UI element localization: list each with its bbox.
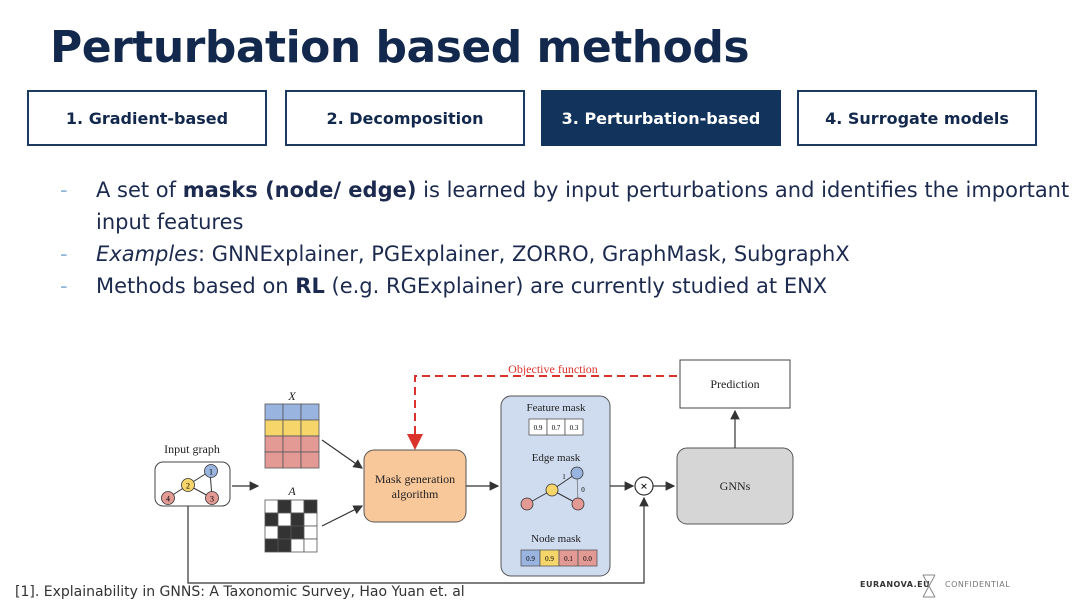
objective-function-label: Objective function — [508, 362, 598, 376]
bullet-examples: - Examples: GNNExplainer, PGExplainer, ZO… — [60, 238, 1070, 270]
edge-mask-value: 1 — [562, 473, 566, 481]
mask-generation-box — [363, 449, 467, 523]
a-matrix-label: A — [287, 484, 296, 498]
graph-node-number: 3 — [210, 495, 214, 504]
node-mask-value: 0.0 — [583, 555, 592, 563]
footer-brand: EURANOVA.EU CONFIDENTIAL — [860, 574, 1020, 598]
edge-mask-label: Edge mask — [532, 452, 581, 464]
footnote-reference: [1]. Explainability in GNNS: A Taxonomic… — [15, 584, 465, 600]
a-adjacency-matrix — [264, 499, 318, 553]
node-mask-value: 0.9 — [526, 555, 535, 563]
x-matrix-label: X — [287, 389, 296, 403]
bullet-dash: - — [60, 242, 68, 266]
x-feature-matrix — [264, 403, 320, 469]
input-graph-label: Input graph — [164, 442, 220, 456]
bullet-text: is learned by input perturbations and id… — [96, 178, 1070, 234]
graph-node-number: 2 — [186, 482, 190, 491]
graph-node — [204, 464, 218, 478]
gnn-label: GNNs — [720, 479, 751, 493]
node-mask-label: Node mask — [531, 533, 581, 545]
edge-mask-value: 0 — [581, 486, 585, 494]
mask-generation-label-line2: algorithm — [392, 487, 439, 501]
graph-node-number: 4 — [166, 495, 170, 504]
bullet-dash: - — [60, 274, 68, 298]
graph-node — [161, 491, 175, 505]
bullet-italic-text: Examples — [96, 242, 199, 266]
bullet-dash: - — [60, 178, 68, 202]
edge-mask-graph: 1 0 — [520, 466, 585, 511]
feature-mask-value: 0.9 — [534, 424, 543, 432]
euranova-logo-icon — [922, 574, 936, 598]
graph-node-number: 1 — [209, 468, 213, 477]
bullet-list: - A set of masks (node/ edge) is learned … — [60, 174, 1070, 302]
node-mask-values: 0.9 0.9 0.1 0.0 — [520, 549, 598, 567]
node-mask-value: 0.9 — [545, 555, 554, 563]
tab-surrogate-models[interactable]: 4. Surrogate models — [797, 90, 1037, 146]
bullet-bold-text: masks (node/ edge) — [182, 178, 417, 202]
bullet-text: (e.g. RGExplainer) are currently studied… — [324, 274, 828, 298]
feature-mask-values: 0.9 0.7 0.3 — [528, 418, 584, 436]
feature-mask-value: 0.7 — [552, 424, 561, 432]
node-mask-value: 0.1 — [564, 555, 573, 563]
feature-mask-value: 0.3 — [570, 424, 579, 432]
feature-mask-label: Feature mask — [527, 402, 586, 414]
pipeline-diagram: Objective function Prediction Input grap… — [154, 359, 794, 584]
bullet-bold-text: RL — [295, 274, 325, 298]
bullet-masks: - A set of masks (node/ edge) is learned … — [60, 174, 1070, 238]
tab-gradient-based[interactable]: 1. Gradient-based — [27, 90, 267, 146]
prediction-label: Prediction — [710, 377, 759, 391]
graph-node — [205, 491, 219, 505]
mask-generation-label-line1: Mask generation — [375, 472, 455, 486]
x-to-mask-arrow — [321, 439, 363, 469]
prediction-box — [679, 359, 791, 409]
slide-title: Perturbation based methods — [50, 22, 750, 73]
bullet-text: A set of — [96, 178, 183, 202]
tab-decomposition[interactable]: 2. Decomposition — [285, 90, 525, 146]
brand-name: EURANOVA.EU — [860, 580, 931, 589]
bullet-text: Methods based on — [96, 274, 296, 298]
method-tabs: 1. Gradient-based 2. Decomposition 3. Pe… — [27, 90, 1040, 150]
bullet-text: : GNNExplainer, PGExplainer, ZORRO, Grap… — [198, 242, 850, 266]
graph-to-multiply-arrow — [187, 496, 649, 584]
tab-perturbation-based[interactable]: 3. Perturbation-based — [541, 90, 781, 146]
a-to-mask-arrow — [321, 505, 364, 527]
bullet-rl: - Methods based on RL (e.g. RGExplainer) … — [60, 270, 1070, 302]
multiply-symbol: × — [640, 479, 647, 494]
confidential-label: CONFIDENTIAL — [945, 580, 1011, 589]
graph-node — [181, 478, 195, 492]
